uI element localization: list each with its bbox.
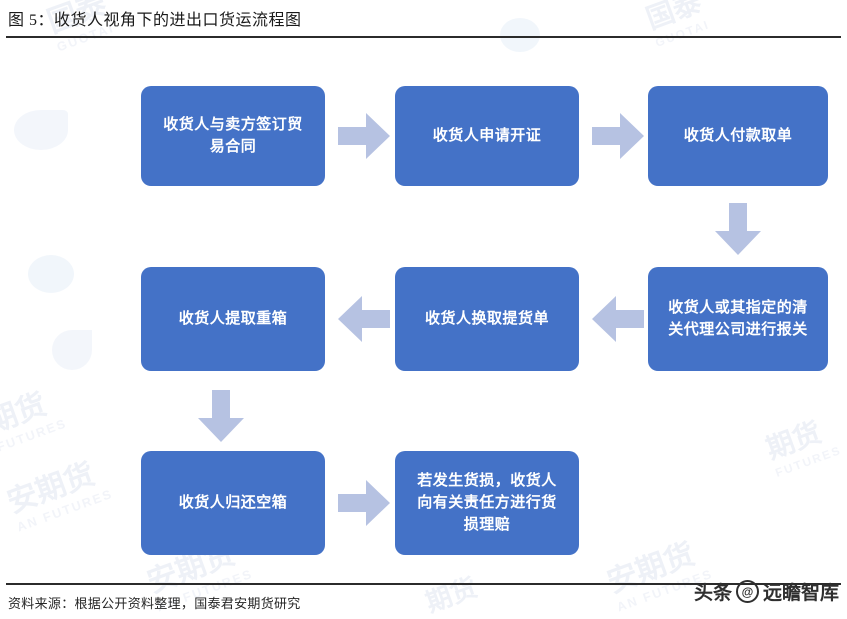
arrow-left-node4-node5 [592,296,644,342]
flow-node-5-label: 收货人换取提货单 [424,310,549,328]
flow-node-1[interactable]: 收货人与卖方签订贸 易合同 [141,86,325,186]
arrow-left-node5-node6 [338,296,390,342]
arrow-right-node2-node3 [592,113,644,159]
flow-node-6-label: 收货人提取重箱 [178,310,288,328]
flow-node-3[interactable]: 收货人付款取单 [648,86,828,186]
flow-node-8[interactable]: 若发生货损，收货人 向有关责任方进行货 损理赔 [395,451,579,555]
arrow-right-node1-node2 [338,113,390,159]
flow-node-4-label: 收货人或其指定的清 关代理公司进行报关 [668,299,808,338]
arrow-down-node6-node7 [198,390,244,442]
flow-node-6[interactable]: 收货人提取重箱 [141,267,325,371]
flow-node-8-label: 若发生货损，收货人 向有关责任方进行货 损理赔 [417,472,557,533]
figure-title: 图 5：收货人视角下的进出口货运流程图 [8,12,302,29]
flow-node-2-label: 收货人申请开证 [432,127,542,145]
flow-node-3-label: 收货人付款取单 [683,127,793,145]
arrow-right-node7-node8 [338,480,390,526]
flow-node-2[interactable]: 收货人申请开证 [395,86,579,186]
title-divider [6,36,841,38]
flow-node-5[interactable]: 收货人换取提货单 [395,267,579,371]
flow-node-4[interactable]: 收货人或其指定的清 关代理公司进行报关 [648,267,828,371]
flow-node-7[interactable]: 收货人归还空箱 [141,451,325,555]
arrow-down-node3-node4 [715,203,761,255]
brand-left-label: 头条 [693,583,732,604]
flow-node-1-label: 收货人与卖方签订贸 易合同 [163,116,303,155]
source-note: 资料来源：根据公开资料整理，国泰君安期货研究 [8,596,301,611]
footer-divider [6,583,841,585]
brand-right-label: 远瞻智库 [762,583,839,604]
flow-node-7-label: 收货人归还空箱 [178,494,288,512]
at-icon: @ [735,580,759,603]
brand-watermark: 头条 @ 远瞻智库 [694,578,839,605]
